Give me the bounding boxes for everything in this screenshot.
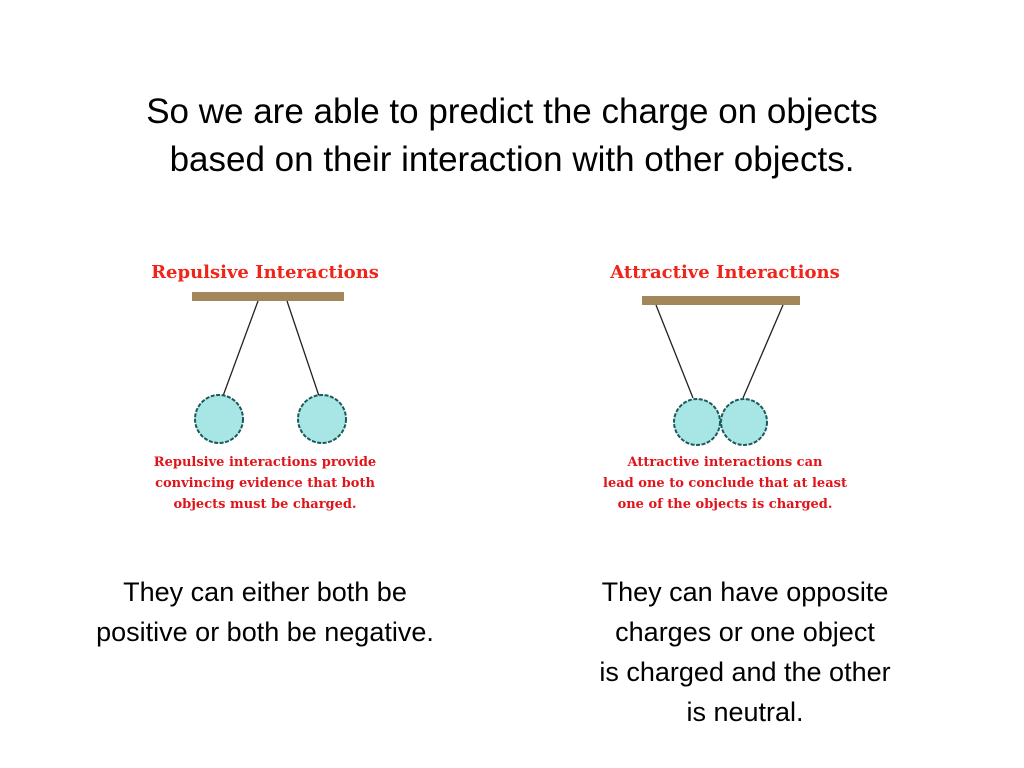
repulsive-caption: Repulsive interactions provide convincin…	[153, 455, 377, 512]
string-right	[742, 304, 784, 399]
support-bar	[192, 292, 344, 301]
string-left	[222, 300, 259, 397]
ball-left	[194, 394, 244, 444]
ball-left	[673, 398, 721, 446]
repulsive-heading: Repulsive Interactions	[151, 262, 379, 283]
attractive-figure: Attractive Interactions Attractive inter…	[580, 250, 870, 520]
repulsive-diagram	[192, 292, 347, 444]
attractive-heading: Attractive Interactions	[610, 262, 840, 283]
string-right	[286, 300, 320, 397]
support-bar	[642, 296, 800, 305]
left-explanation: They can either both be positive or both…	[96, 577, 434, 647]
ball-right	[720, 398, 768, 446]
repulsive-figure: Repulsive Interactions Repulsive interac…	[120, 250, 410, 520]
attractive-caption: Attractive interactions can lead one to …	[603, 455, 847, 512]
right-explanation: They can have opposite charges or one ob…	[599, 577, 891, 727]
ball-right	[297, 394, 347, 444]
attractive-diagram	[642, 296, 800, 446]
slide-title: So we are able to predict the charge on …	[146, 92, 878, 179]
string-left	[655, 304, 694, 399]
